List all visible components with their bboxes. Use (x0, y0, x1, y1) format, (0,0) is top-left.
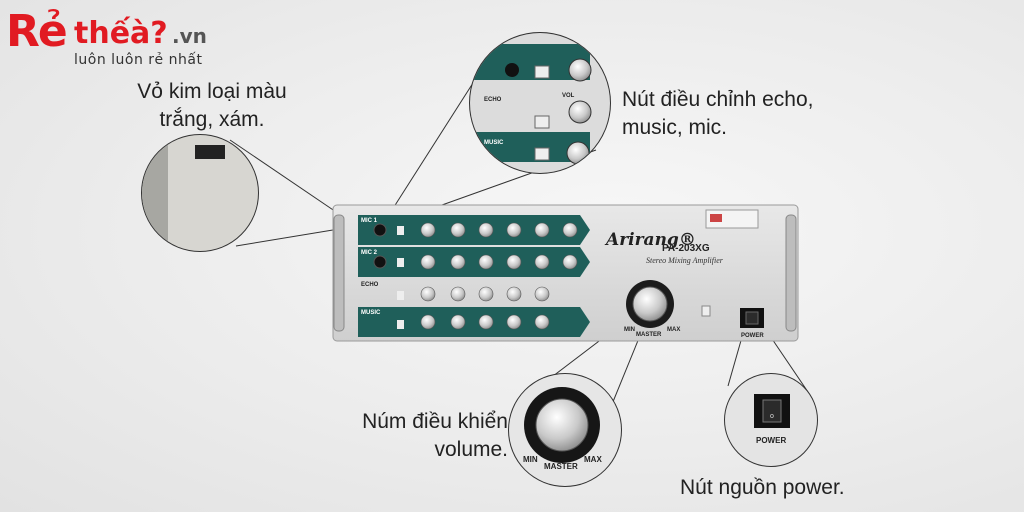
caption-power: Nút nguồn power. (680, 476, 845, 499)
zoom-max-label: MAX (584, 455, 602, 464)
caption-knobs: Nút điều chỉnh echo, music, mic. (622, 88, 814, 139)
channel-label-music: MUSIC (361, 310, 381, 316)
amplifier-front-panel (332, 204, 799, 342)
channel-label-mic1: MIC 1 (361, 218, 378, 224)
master-label: MASTER (636, 332, 662, 338)
pointer-lines (229, 71, 809, 415)
amp-model: PA-203XG (662, 243, 710, 254)
svg-text:o: o (770, 413, 774, 420)
power-label: POWER (741, 333, 764, 339)
channel-label-echo: ECHO (361, 282, 379, 288)
amp-brand: Arirang® (606, 230, 696, 250)
caption-volume: Núm điều khiển volume. (362, 410, 508, 461)
logo-the-a-text: thếà? (74, 16, 168, 51)
zoom-master-label: MASTER (544, 462, 578, 471)
zoom-echo-label: ECHO (484, 97, 502, 103)
zoom-min-label: MIN (523, 455, 538, 464)
logo-tagline: luôn luôn rẻ nhất (74, 52, 203, 68)
logo-domain-text: .vn (172, 24, 207, 48)
amp-subtitle: Stereo Mixing Amplifier (646, 256, 723, 265)
caption-shell: Vỏ kim loại màu trắng, xám. (137, 80, 287, 131)
channel-label-mic2: MIC 2 (361, 250, 378, 256)
zoom-bubble-volume (508, 373, 622, 487)
zoom-power-label: POWER (756, 436, 787, 445)
zoom-bubble-knobs (469, 32, 611, 174)
master-min-label: MIN (624, 327, 635, 333)
site-logo[interactable]: Rẻ thếà? .vn luôn luôn rẻ nhất (4, 6, 234, 68)
master-max-label: MAX (667, 327, 681, 333)
zoom-bubble-shell (141, 134, 259, 252)
logo-re-text: Rẻ (6, 6, 68, 57)
zoom-vol-label: VOL (562, 93, 575, 99)
zoom-music-label: MUSIC (484, 140, 504, 146)
zoom-bubble-power: o (724, 373, 818, 467)
